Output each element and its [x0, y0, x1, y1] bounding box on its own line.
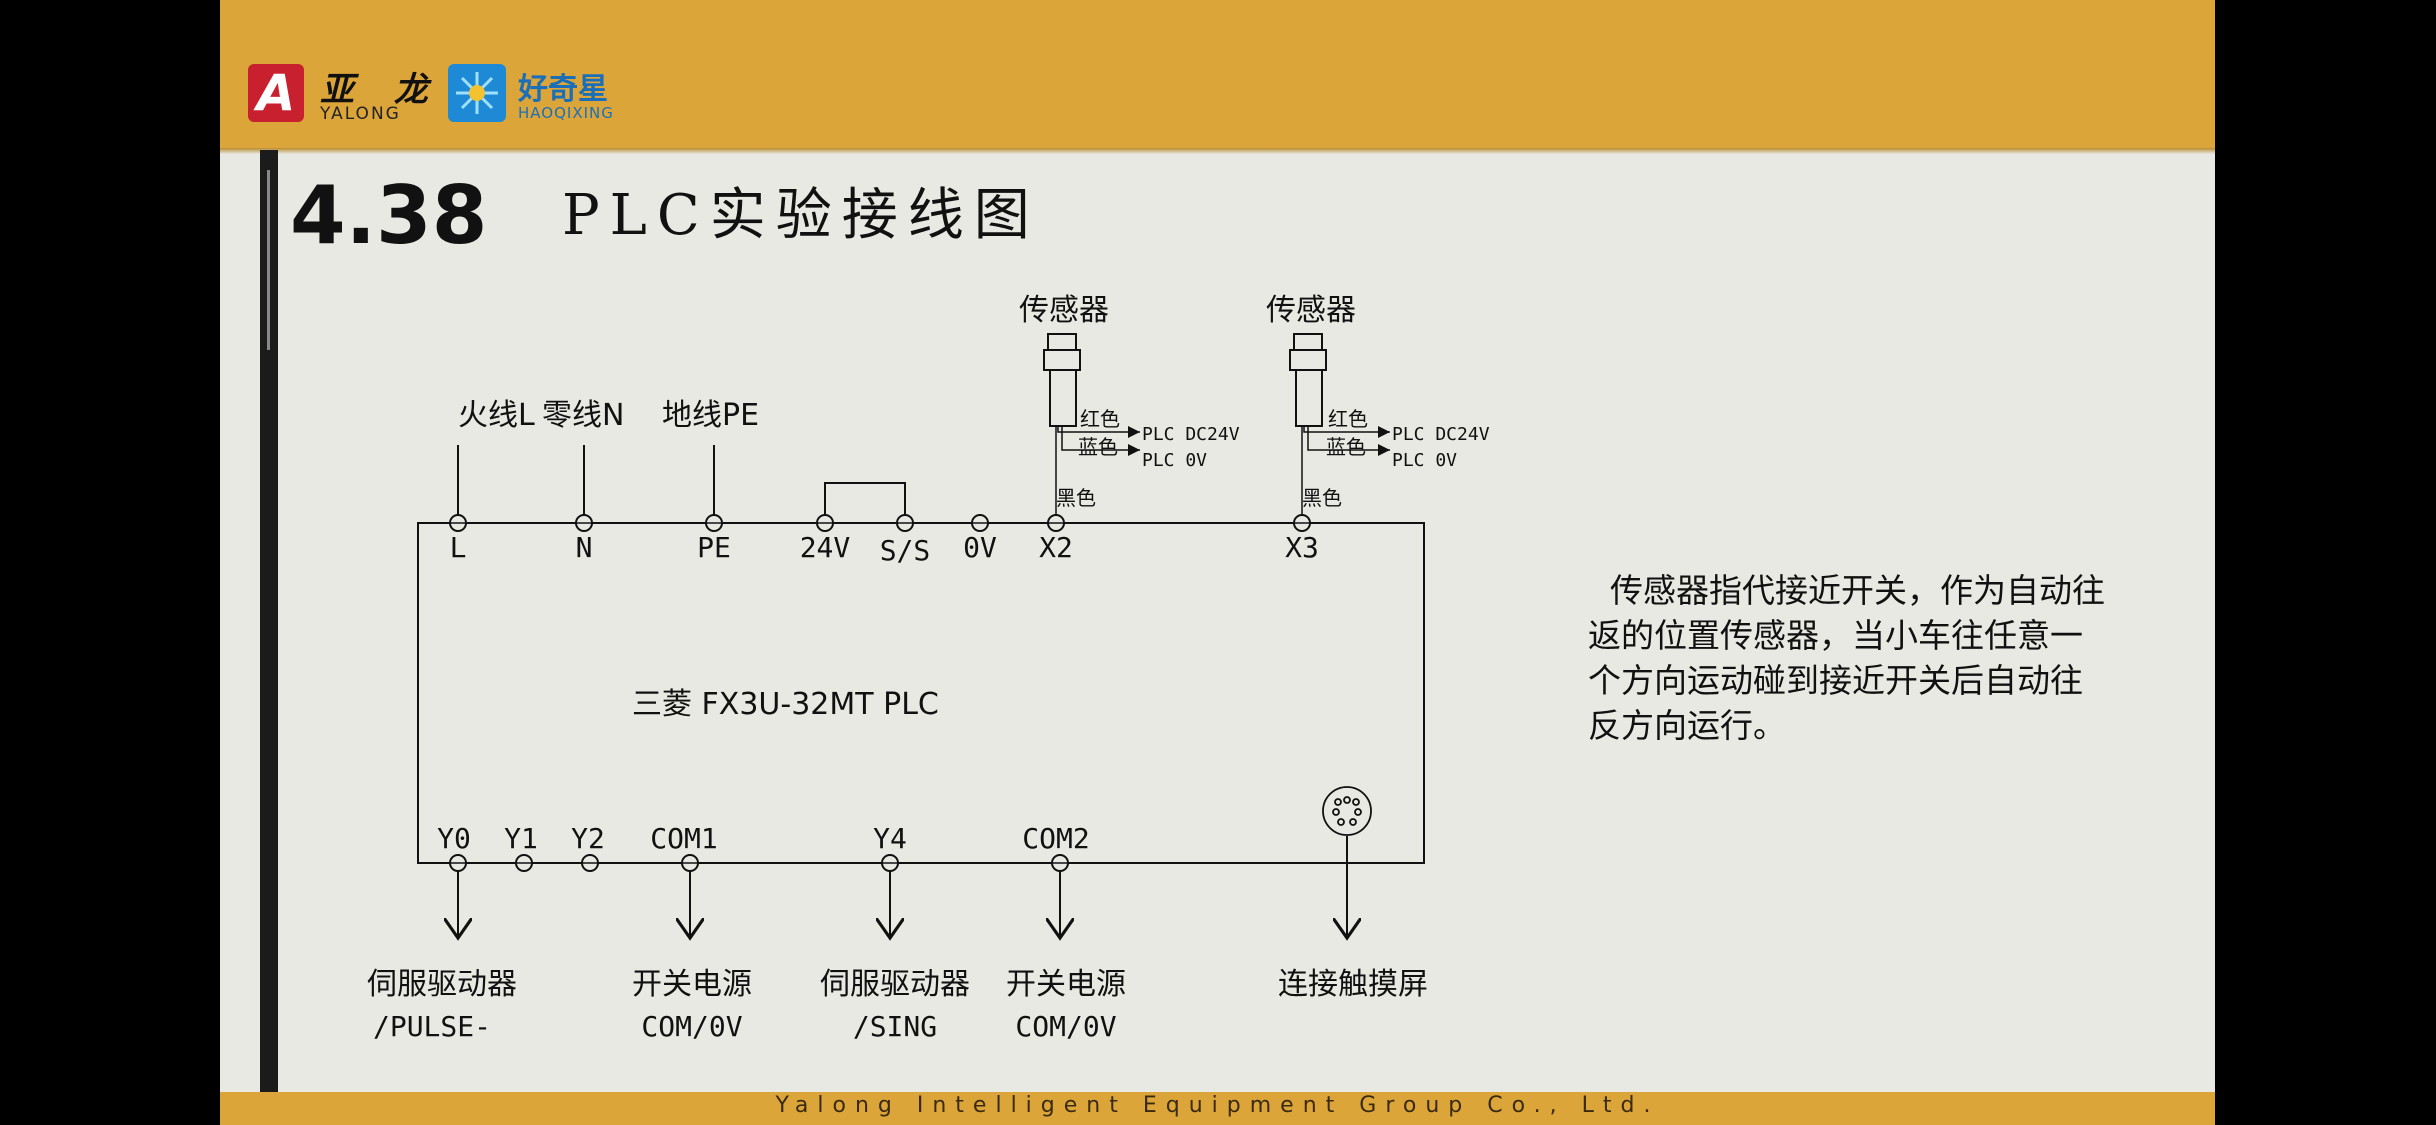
- terminal-Y4: Y4: [873, 822, 907, 855]
- output-y0-line2: /PULSE-: [373, 1010, 491, 1043]
- terminal-COM1: COM1: [650, 822, 717, 855]
- sensor2-red-wire: 红色: [1328, 407, 1368, 431]
- slide: A 亚 龙 YALONG 好奇星 HAOQIXING 4.38 PLC实验接线图…: [220, 0, 2215, 1125]
- output-y0-line1: 伺服驱动器: [367, 967, 517, 1002]
- left-accent-bar: [260, 150, 278, 1092]
- sensor2-label: 传感器: [1266, 293, 1356, 328]
- terminal-Y0: Y0: [437, 822, 471, 855]
- neutral-wire-label: 零线N: [542, 398, 624, 433]
- header-shadow: [220, 148, 2215, 154]
- description-text: 传感器指代接近开关，作为自动往返的位置传感器，当小车往任意一个方向运动碰到接近开…: [1588, 571, 2105, 745]
- sensor1-dest-24v: PLC DC24V: [1142, 424, 1240, 445]
- terminal-X2: X2: [1039, 531, 1073, 564]
- output-com1-line1: 开关电源: [632, 967, 752, 1002]
- terminal-0V: 0V: [963, 531, 997, 564]
- sensor1-label: 传感器: [1019, 293, 1109, 328]
- terminal-COM2: COM2: [1022, 822, 1089, 855]
- sensor1-red-wire: 红色: [1080, 407, 1120, 431]
- plc-model: 三菱 FX3U-32MT PLC: [632, 687, 939, 722]
- sensor2-icon: [1289, 333, 1327, 427]
- sensor1-dest-0v: PLC 0V: [1142, 450, 1207, 471]
- terminal-PE: PE: [697, 531, 731, 564]
- haoqixing-logo-cn: 好奇星: [518, 72, 608, 107]
- terminal-Y2: Y2: [571, 822, 605, 855]
- page-title: PLC实验接线图: [562, 183, 1040, 248]
- output-y4-line2: /SING: [853, 1010, 937, 1043]
- yalong-logo-en: YALONG: [320, 104, 401, 124]
- header-bar: [220, 0, 2215, 148]
- haoqixing-logo-icon: [448, 64, 506, 122]
- section-number: 4.38: [290, 169, 488, 262]
- output-touchscreen-line1: 连接触摸屏: [1278, 967, 1428, 1002]
- sensor1-black-wire: 黑色: [1056, 486, 1096, 510]
- terminal-L: L: [450, 531, 467, 564]
- terminal-Y1: Y1: [504, 822, 538, 855]
- footer-bar: [220, 1092, 2215, 1125]
- terminal-X3: X3: [1285, 531, 1319, 564]
- wiring-diagram: 火线L 零线N 地线PE L N PE 24V S/S 0V X2 X3 传感器: [367, 293, 1490, 1043]
- yalong-logo-cn: 亚 龙: [320, 70, 442, 110]
- plc-box: [417, 522, 1425, 864]
- connector-icon: [1322, 786, 1372, 836]
- sensor1-blue-wire: 蓝色: [1078, 435, 1118, 459]
- terminal-SS: S/S: [880, 534, 931, 567]
- output-com2-line1: 开关电源: [1006, 967, 1126, 1002]
- sensor2-dest-24v: PLC DC24V: [1392, 424, 1490, 445]
- output-com2-line2: COM/0V: [1015, 1010, 1116, 1043]
- output-y4-line1: 伺服驱动器: [820, 967, 970, 1002]
- live-wire-label: 火线L: [458, 398, 535, 433]
- sensor2-dest-0v: PLC 0V: [1392, 450, 1457, 471]
- terminal-24V: 24V: [800, 531, 851, 564]
- ground-wire-label: 地线PE: [662, 398, 759, 433]
- sensor2-blue-wire: 蓝色: [1326, 435, 1366, 459]
- footer-company: Yalong Intelligent Equipment Group Co., …: [775, 1093, 1660, 1118]
- terminal-N: N: [576, 531, 593, 564]
- yalong-logo-icon: A: [248, 64, 304, 122]
- output-com1-line2: COM/0V: [641, 1010, 742, 1043]
- sensor1-icon: [1043, 333, 1081, 427]
- left-accent-highlight: [267, 170, 270, 350]
- sensor2-black-wire: 黑色: [1302, 486, 1342, 510]
- haoqixing-logo-en: HAOQIXING: [518, 104, 614, 122]
